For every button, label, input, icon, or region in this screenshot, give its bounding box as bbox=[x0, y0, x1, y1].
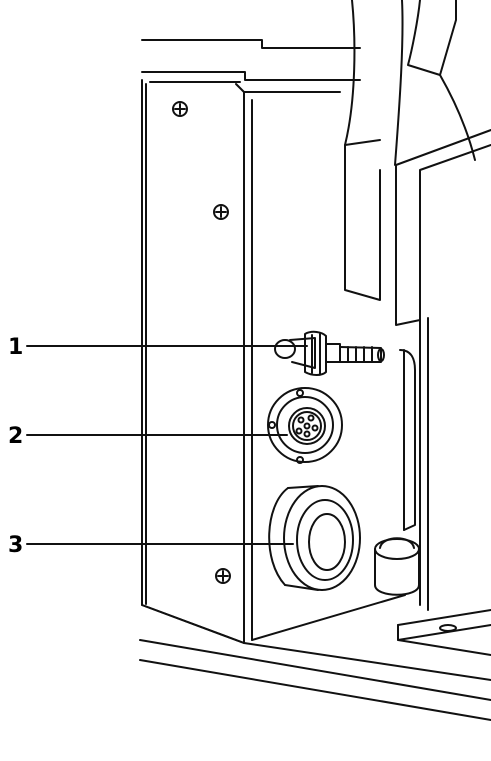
callout-label-3: 3 bbox=[8, 533, 23, 558]
base-plate bbox=[139, 594, 491, 721]
cabinet-top bbox=[141, 39, 361, 83]
multi-pin-socket-connector bbox=[267, 387, 343, 464]
cabinet-side-panel bbox=[141, 79, 245, 644]
handle-bracket bbox=[344, 0, 491, 326]
callout-lines bbox=[26, 345, 308, 545]
inner-right-frame bbox=[399, 317, 429, 611]
screw-middle bbox=[213, 204, 229, 220]
bottom-bracket bbox=[397, 609, 491, 656]
panel-screws bbox=[172, 101, 231, 584]
hose-fitting-connector bbox=[274, 330, 385, 376]
cabinet-front-panel bbox=[243, 91, 341, 644]
cylinder-cap bbox=[374, 537, 420, 596]
screw-bottom bbox=[215, 568, 231, 584]
callout-label-2: 2 bbox=[8, 424, 23, 449]
callout-label-1: 1 bbox=[8, 335, 23, 360]
screw-top bbox=[172, 101, 188, 117]
round-port-connector bbox=[268, 485, 361, 591]
